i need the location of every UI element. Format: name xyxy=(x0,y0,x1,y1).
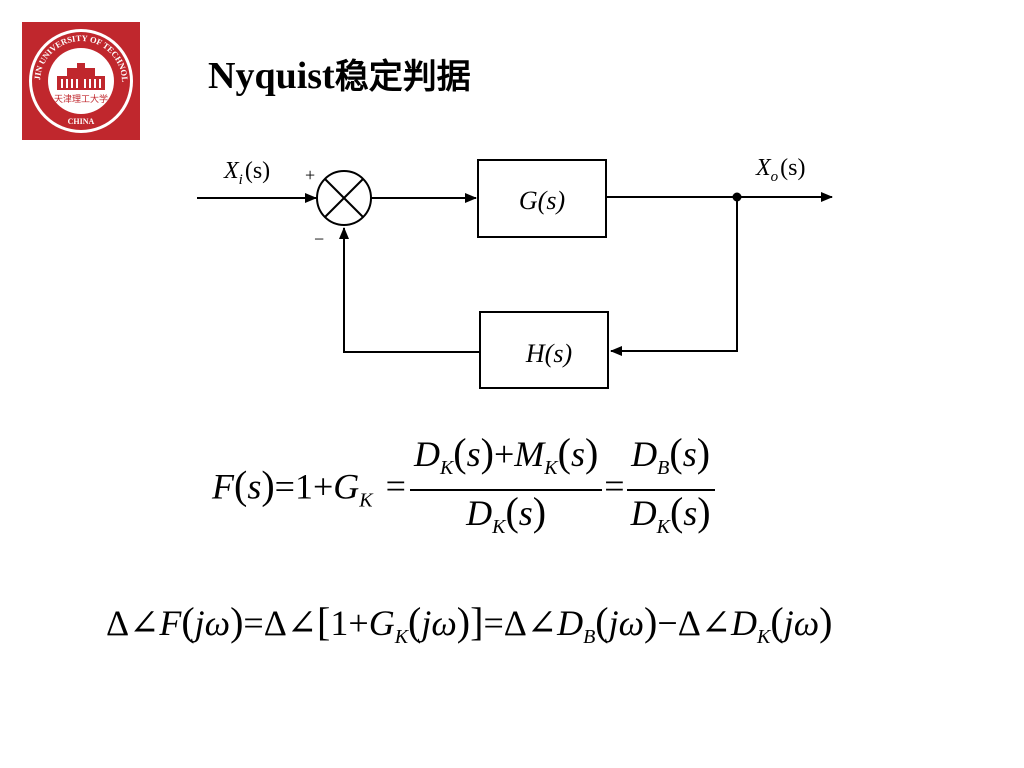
forward-block xyxy=(477,159,607,238)
equation-phase-change: Δ∠F(jω)=Δ∠[1+GK(jω)]=Δ∠DB(jω)−Δ∠DK(jω) xyxy=(106,599,833,649)
title-latin: Nyquist xyxy=(208,55,335,97)
fraction-closed-loop: DB(s) DK(s) xyxy=(626,432,715,548)
university-seal-icon: TIANJIN UNIVERSITY OF TECHNOLOGY CHINA 天… xyxy=(19,14,133,133)
block-diagram: + − G(s) H(s) Xi(s) Xo(s) xyxy=(197,155,833,389)
logo-bottom-text: CHINA xyxy=(68,117,95,126)
sum-plus-sign: + xyxy=(305,165,315,185)
output-label: Xo(s) xyxy=(755,155,806,185)
equation-characteristic: F(s)=1+GK = DK(s)+MK(s) DK(s) = DB(s) DK… xyxy=(212,432,715,548)
feedback-return-arrow xyxy=(610,197,738,356)
summing-junction xyxy=(316,170,372,226)
logo-center-text: 天津理工大学 xyxy=(54,93,108,104)
sum-minus-sign: − xyxy=(314,229,324,249)
title-cjk: 稳定判据 xyxy=(334,57,471,97)
feedback-arrow xyxy=(339,227,480,353)
fraction-open-loop: DK(s)+MK(s) DK(s) xyxy=(409,432,603,548)
university-logo: TIANJIN UNIVERSITY OF TECHNOLOGY CHINA 天… xyxy=(19,14,140,140)
input-label: Xi(s) xyxy=(223,158,270,188)
feedback-block-label: H(s) xyxy=(525,339,572,368)
slide-title: Nyquist稳定判据 xyxy=(208,52,471,101)
forward-block-label: G(s) xyxy=(519,186,565,215)
feedback-block xyxy=(479,311,609,389)
